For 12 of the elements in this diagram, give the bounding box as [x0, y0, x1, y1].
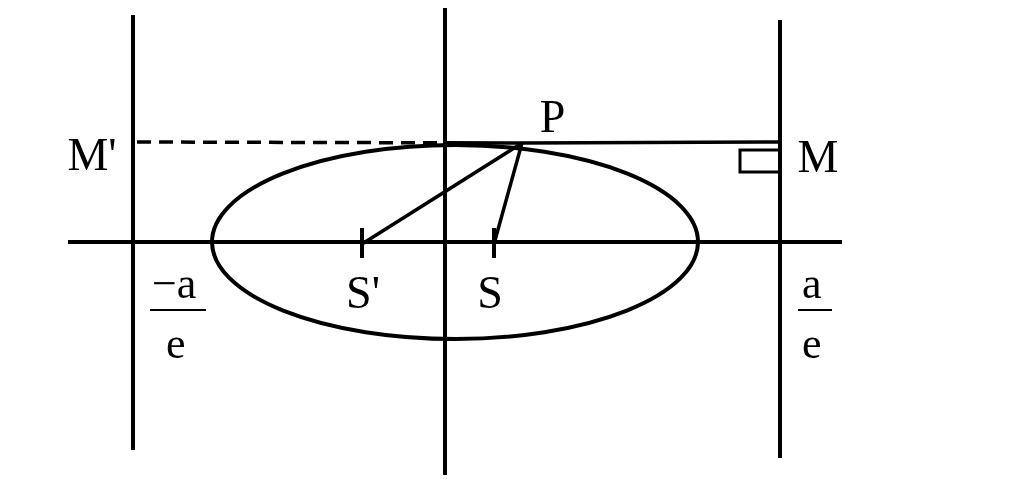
line-segment	[361, 141, 523, 246]
fraction-denominator: e	[166, 322, 186, 366]
point-label: M	[788, 130, 848, 180]
line-segment	[522, 140, 780, 145]
point-label: S'	[338, 244, 388, 316]
fraction-numerator: −a	[152, 262, 197, 306]
fraction-denominator: e	[802, 322, 822, 366]
point-label: P	[530, 85, 575, 140]
point-label: S	[470, 244, 510, 316]
dashed-line	[137, 140, 522, 145]
fraction-numerator: a	[802, 262, 822, 306]
point-label: M'	[52, 128, 132, 178]
